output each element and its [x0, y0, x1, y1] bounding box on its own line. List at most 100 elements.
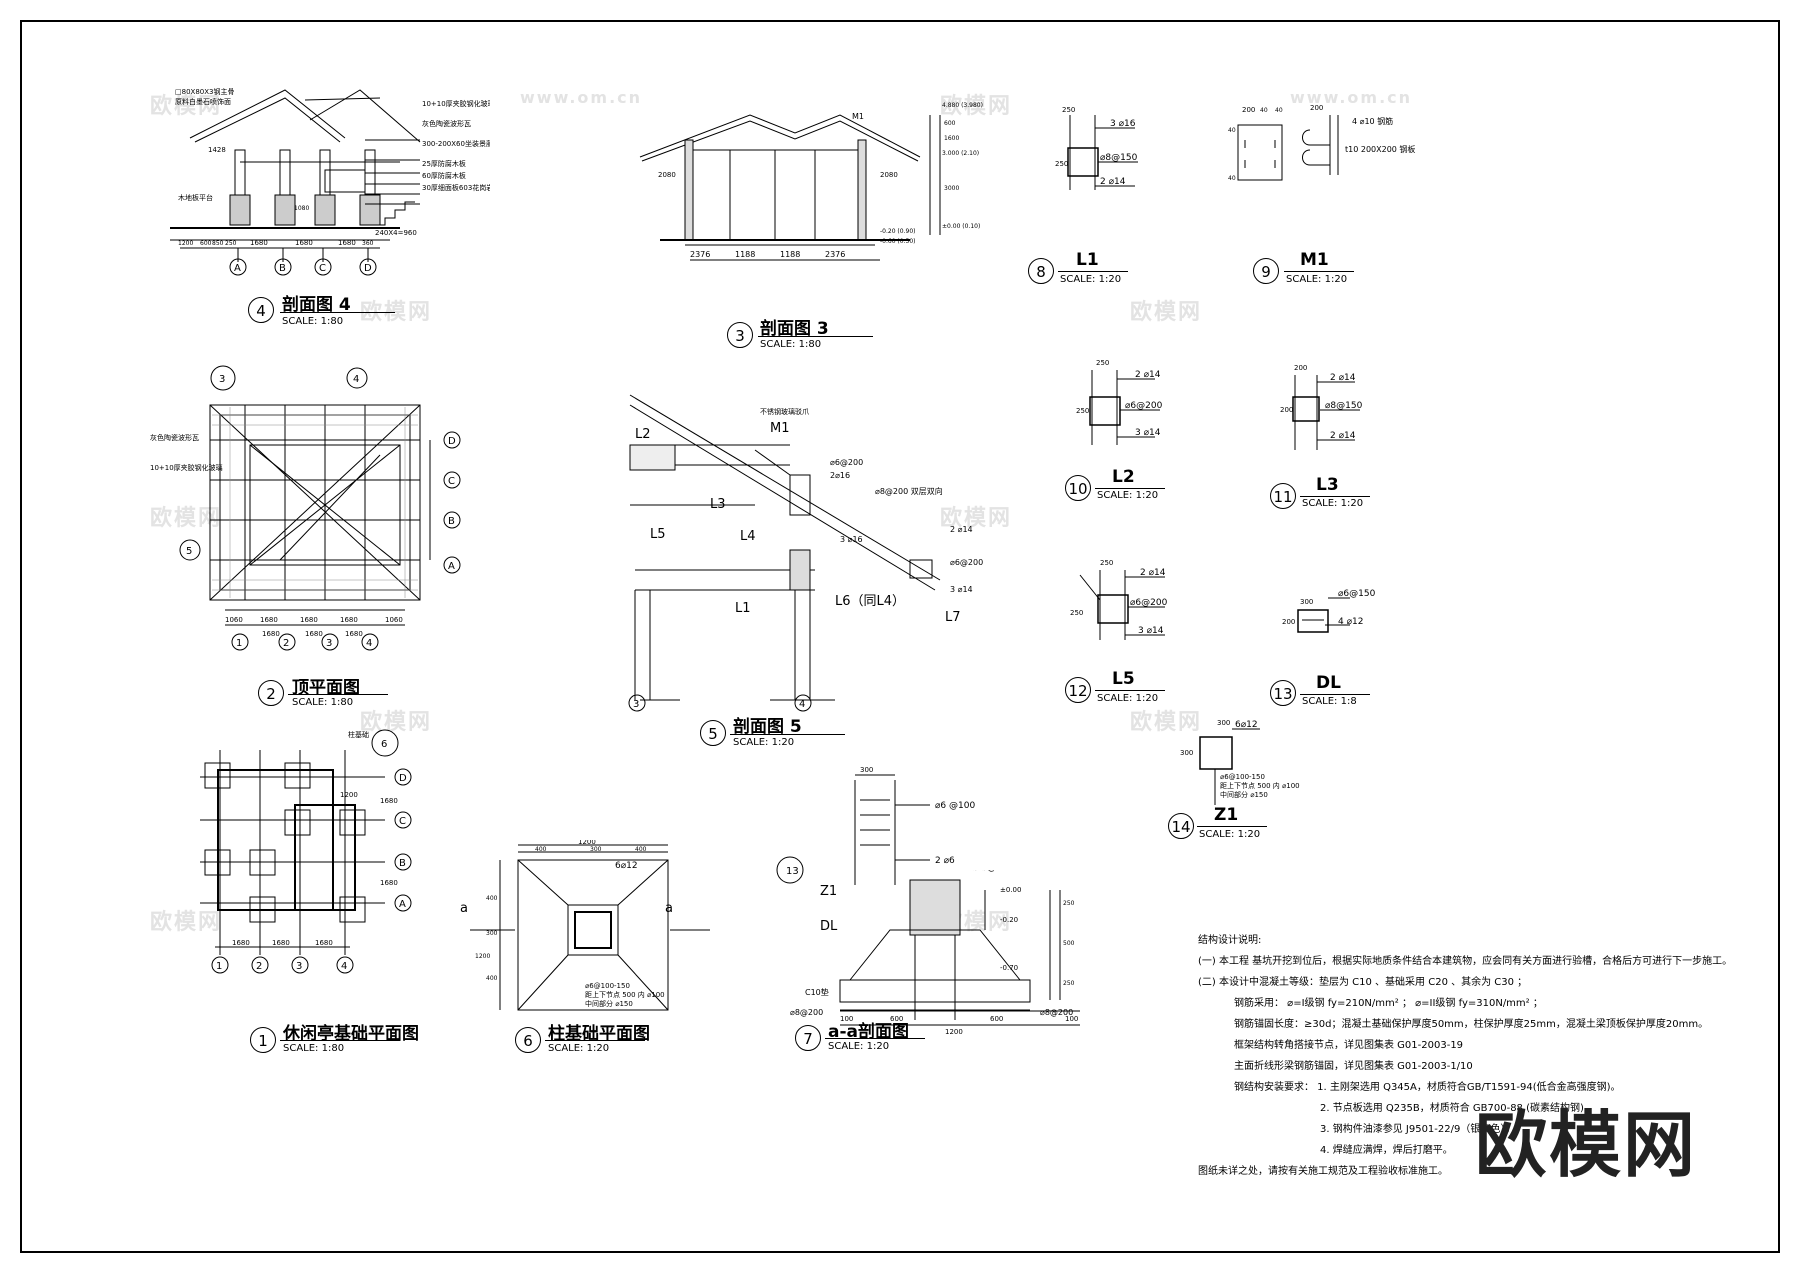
- title-underline: [1300, 694, 1370, 695]
- title-underline: [730, 734, 845, 735]
- grid-label: 3: [296, 961, 302, 972]
- section3-dim: 1188: [780, 250, 800, 259]
- view-number: 8: [1028, 258, 1054, 284]
- roofplan-dim: 1680: [262, 630, 280, 638]
- section4-annotation: □80X80X3钢主骨: [175, 87, 234, 96]
- section3-elev: ±0.00 (0.10): [942, 223, 980, 230]
- beam-rebar: 3 ⌀14: [1138, 626, 1164, 636]
- notes-heading: 结构设计说明:: [1198, 935, 1262, 946]
- section-mark: 5: [186, 546, 192, 557]
- title-underline: [1284, 271, 1354, 272]
- view-number: 1: [250, 1027, 276, 1053]
- m1-dim: 40: [1275, 107, 1283, 114]
- section4-dim: 1680: [338, 239, 356, 247]
- foundation-label: 柱基础: [348, 730, 369, 739]
- view-title: DL: [1316, 673, 1341, 693]
- member-label: L6（同L4）: [835, 594, 905, 609]
- section3-label: M1: [852, 112, 864, 121]
- section5-rebar: 不锈钢玻璃驳爪: [760, 407, 809, 416]
- grid-label: 4: [341, 961, 347, 972]
- member-label: L5: [650, 527, 666, 542]
- beam-l5-drawing: 250 250 2 ⌀14 ⌀6@200 3 ⌀14: [1070, 559, 1168, 640]
- beam-dim: 250: [1100, 559, 1113, 567]
- notes-line: (二) 本设计中混凝土等级：垫层为 C10 、基础采用 C20 、其余为 C30…: [1198, 977, 1528, 988]
- title-underline: [288, 694, 388, 695]
- roofplan-dim: 1680: [300, 616, 318, 624]
- notes-line: 主面折线形梁钢筋锚固，详见图集表 G01-2003-1/10: [1234, 1061, 1473, 1072]
- title-underline: [1095, 488, 1165, 489]
- z1-rebar: 6⌀12: [1235, 720, 1258, 730]
- colbase-dim: 300: [486, 930, 498, 937]
- roofplan-annotation: 10+10厚夹胶钢化玻璃: [150, 463, 223, 472]
- section4-dim: 1428: [208, 146, 226, 154]
- section3-elev: 3.000 (2.10): [942, 150, 979, 157]
- section4-dim: 600: [200, 240, 212, 247]
- view-number: 12: [1065, 677, 1091, 703]
- section-3-drawing: 2376 1188 1188 2376 2080 2080 600 1600 3…: [639, 102, 983, 261]
- colbase-dim: 300: [590, 846, 602, 853]
- view-title: 柱基础平面图: [548, 1024, 650, 1044]
- view-scale: SCALE: 1:80: [760, 339, 822, 350]
- colbase-rebar: 中间部分 ⌀150: [585, 999, 633, 1008]
- section5-rebar: ⌀6@200: [830, 458, 863, 467]
- watermark: www.om.cn: [520, 88, 643, 107]
- view-scale: SCALE: 1:80: [292, 697, 354, 708]
- aa-rebar: ⌀6 @100: [973, 870, 1013, 873]
- watermark: www.om.cn: [1290, 88, 1413, 107]
- dl-rebar: ⌀6@150: [1338, 589, 1376, 599]
- m1-dim: 40: [1228, 127, 1236, 134]
- column-base-drawing: a a 1200 400 300 400 400 300 400 1200 6⌀…: [460, 840, 710, 1011]
- notes-line: 2. 节点板选用 Q235B，材质符合 GB700-88 (碳素结构钢): [1320, 1103, 1584, 1114]
- beam-dim: 250: [1096, 359, 1109, 367]
- view-title: Z1: [1214, 805, 1239, 825]
- roofplan-dim: 1680: [305, 630, 323, 638]
- colbase-rebar: ⌀6@100-150: [585, 982, 630, 990]
- section4-dim: 1080: [294, 205, 309, 212]
- notes-line: 框架结构转角搭接节点，详见图集表 G01-2003-19: [1234, 1040, 1464, 1051]
- view-number: 5: [700, 720, 726, 746]
- section5-rebar: 2⌀16: [830, 471, 850, 480]
- title-underline: [1095, 690, 1165, 691]
- section4-dim: 1680: [295, 239, 313, 247]
- aa-elev: -0.70: [1000, 964, 1018, 972]
- view-number: 13: [1270, 680, 1296, 706]
- aa-rebar: 2 ⌀6: [935, 856, 955, 866]
- m1-dim: 200: [1310, 104, 1323, 112]
- z1-rebar: 距上下节点 500 内 ⌀100: [1220, 781, 1300, 790]
- section4-annotation: 300-200X60坐装景藤座板: [422, 139, 490, 148]
- view-title: L5: [1112, 669, 1135, 689]
- section4-annotation: 原料白墨石喷饰面: [175, 97, 231, 106]
- section4-annotation: 10+10厚夹胶钢化玻璃: [422, 99, 490, 108]
- view-scale: SCALE: 1:20: [1097, 693, 1159, 704]
- section4-annotation: 60厚防腐木板: [422, 171, 466, 180]
- grid-label: C: [448, 476, 455, 487]
- dl-dim: 200: [1282, 618, 1295, 626]
- beam-dim: 250: [1062, 106, 1075, 114]
- view-scale: SCALE: 1:20: [1199, 829, 1261, 840]
- section4-dim: 250: [225, 240, 237, 247]
- aa-label: DL: [820, 919, 838, 934]
- view-title: L3: [1316, 475, 1339, 495]
- section4-annotation: 灰色陶瓷波形瓦: [422, 119, 471, 128]
- watermark: 欧模网: [360, 710, 433, 735]
- m1-note: 4 ⌀10 钢筋: [1352, 116, 1393, 126]
- cut-label: a: [460, 901, 468, 916]
- view-number: 10: [1065, 475, 1091, 501]
- member-label: L1: [735, 601, 751, 616]
- view-title: M1: [1300, 250, 1329, 270]
- section3-dim: 1188: [735, 250, 755, 259]
- view-number: 7: [795, 1025, 821, 1051]
- m1-dim: 40: [1228, 175, 1236, 182]
- beam-rebar: ⌀6@200: [1130, 598, 1168, 608]
- aa-rebar: ⌀8@200: [1040, 1008, 1073, 1017]
- aa-section-top: 13 300 ⌀6 @100 2 ⌀6: [776, 766, 975, 885]
- view-title: 剖面图 5: [733, 717, 802, 737]
- grid-label: C: [399, 816, 406, 827]
- dl-rebar: 4 ⌀12: [1338, 617, 1363, 627]
- dl-drawing: 300 200 ⌀6@150 4 ⌀12: [1282, 589, 1376, 633]
- aa-dim: 250: [1063, 900, 1075, 907]
- section5-rebar: ⌀8@200 双层双向: [875, 486, 943, 496]
- colbase-rebar: 6⌀12: [615, 861, 638, 871]
- member-label: L4: [740, 529, 756, 544]
- title-underline: [825, 1038, 925, 1039]
